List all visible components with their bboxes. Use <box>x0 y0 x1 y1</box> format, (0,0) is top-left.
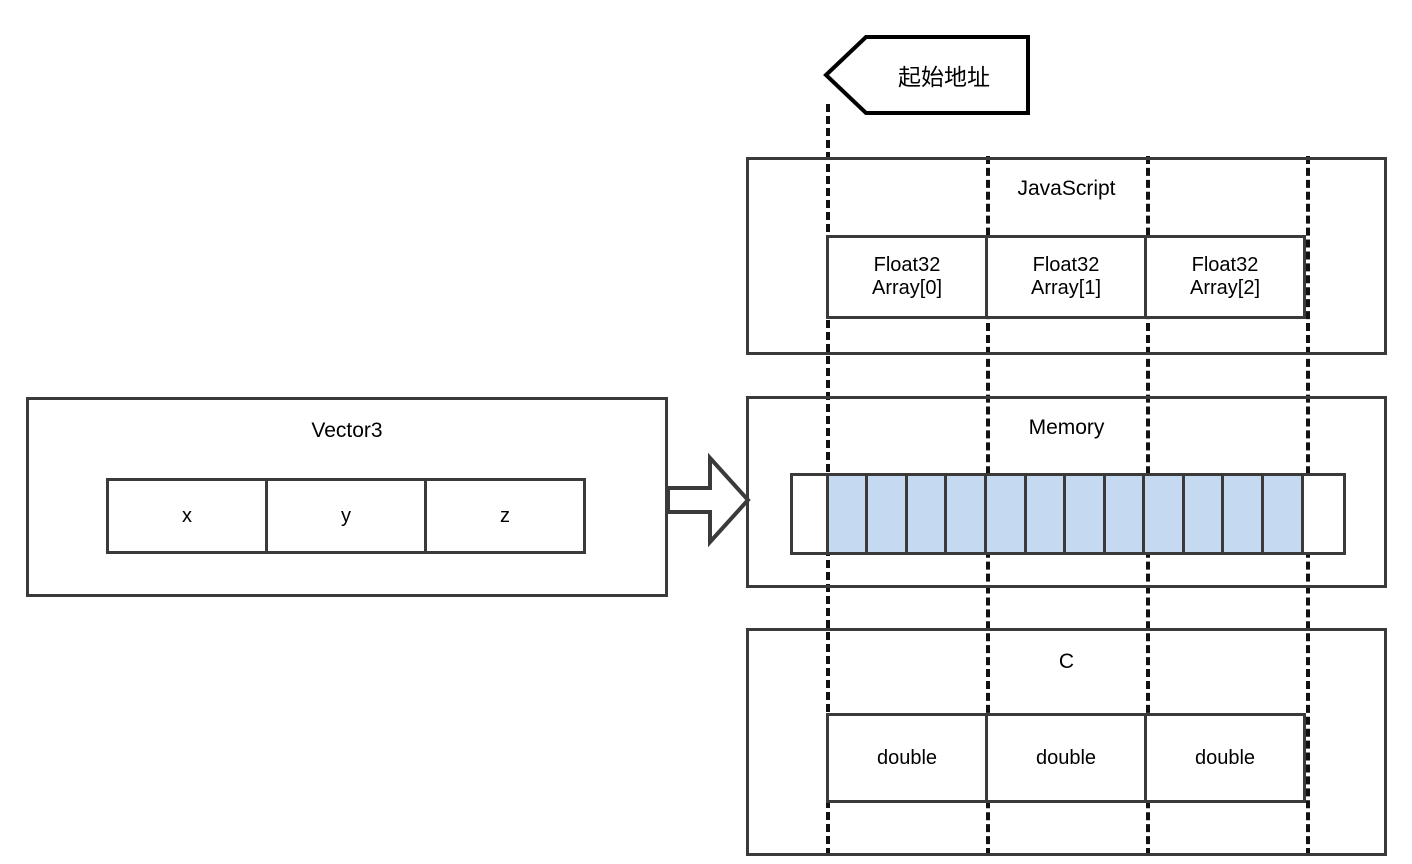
memory-byte-strip <box>790 473 1346 555</box>
float32array-cell-1: Float32 Array[1] <box>988 238 1147 316</box>
memory-byte <box>868 476 908 552</box>
memory-byte <box>947 476 987 552</box>
start-address-callout: 起始地址 <box>823 34 1030 116</box>
vector3-cell-x: x <box>109 481 268 551</box>
memory-byte <box>1026 476 1067 552</box>
javascript-panel: JavaScript <box>746 157 1387 355</box>
c-panel-title: C <box>1058 650 1075 673</box>
memory-byte <box>1105 476 1146 552</box>
vector3-cell-z: z <box>500 504 510 527</box>
memory-byte <box>1304 476 1344 552</box>
float32array-cell-0: Float32 Array[0] <box>829 238 988 316</box>
memory-byte <box>1066 476 1106 552</box>
memory-byte <box>1224 476 1264 552</box>
memory-byte <box>986 476 1027 552</box>
memory-byte <box>907 476 948 552</box>
javascript-panel-title: JavaScript <box>1017 177 1116 200</box>
c-double-cell-row: double double double <box>826 713 1306 803</box>
start-address-label: 起始地址 <box>898 64 990 90</box>
vector3-cell-row: x y z <box>106 478 586 554</box>
right-block-arrow-icon <box>666 452 751 548</box>
c-double-cell-0: double <box>829 716 988 800</box>
memory-panel: Memory <box>746 396 1387 588</box>
memory-byte <box>828 476 869 552</box>
conversion-arrow <box>666 452 751 548</box>
memory-panel-title: Memory <box>1028 416 1105 439</box>
vector3-panel-title: Vector3 <box>311 419 383 442</box>
memory-byte <box>1263 476 1304 552</box>
memory-byte <box>1184 476 1225 552</box>
float32array-cell-row: Float32 Array[0] Float32 Array[1] Float3… <box>826 235 1306 319</box>
c-double-cell-1: double <box>988 716 1147 800</box>
c-panel: C <box>746 628 1387 856</box>
vector3-cell-y: y <box>268 481 427 551</box>
callout-tag-icon <box>823 35 1030 115</box>
float32array-cell-2: Float32 Array[2] <box>1189 254 1261 299</box>
memory-byte <box>793 476 829 552</box>
memory-byte <box>1145 476 1185 552</box>
c-double-cell-2: double <box>1194 746 1256 769</box>
